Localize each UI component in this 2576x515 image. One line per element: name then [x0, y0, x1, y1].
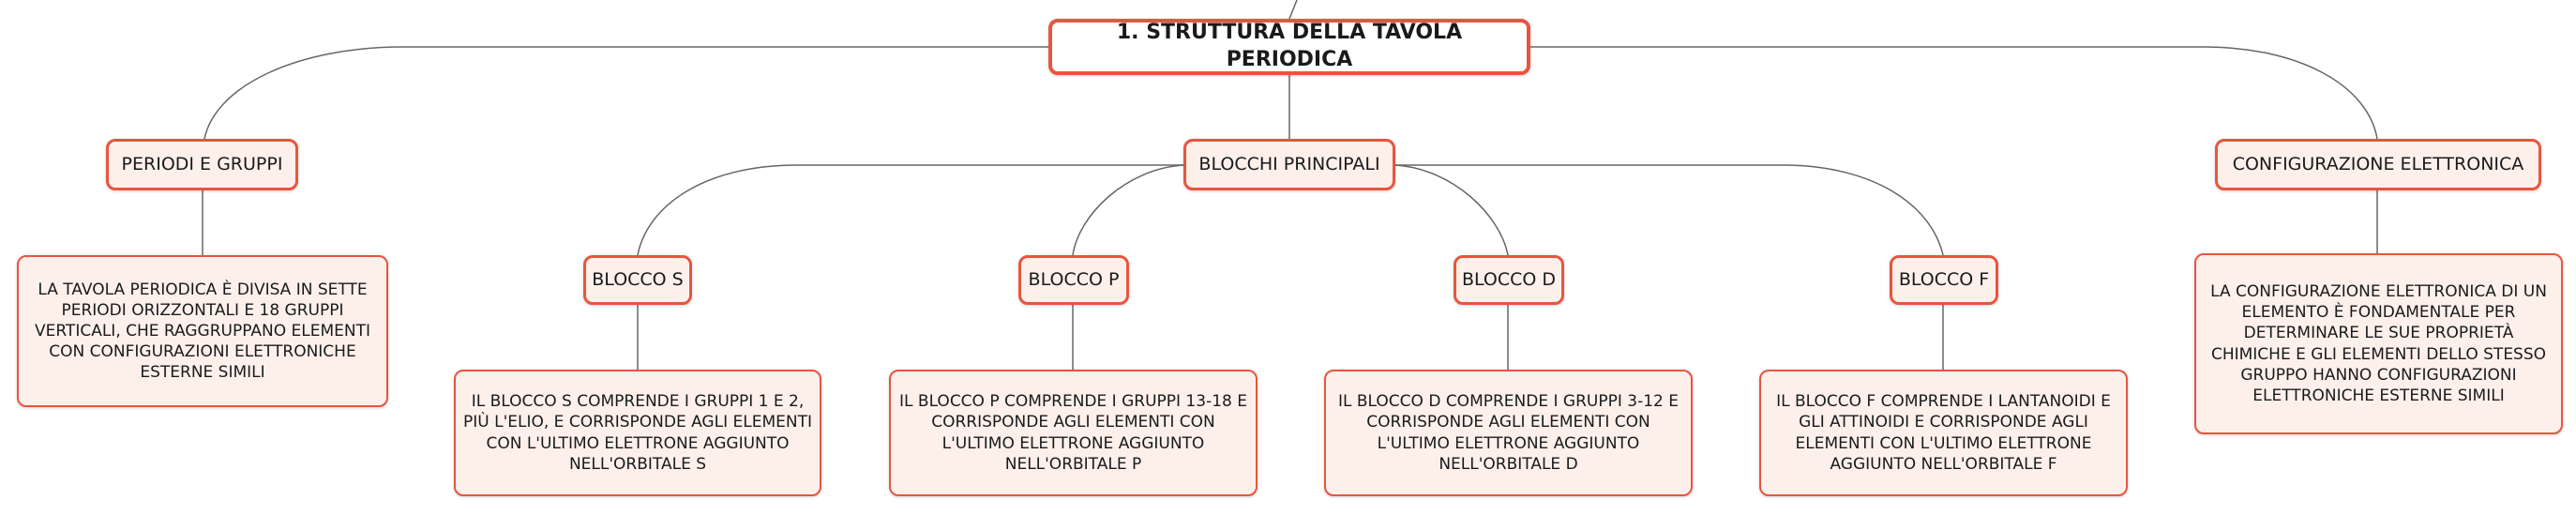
root-node[interactable]: 1. STRUTTURA DELLA TAVOLA PERIODICA [1048, 19, 1530, 75]
desc-configurazione-elettronica[interactable]: LA CONFIGURAZIONE ELETTRONICA DI UN ELEM… [2194, 253, 2563, 434]
desc-blocco-s[interactable]: IL BLOCCO S COMPRENDE I GRUPPI 1 E 2, PI… [454, 370, 821, 496]
link-root-config [1530, 46, 2378, 140]
topic-blocco-p[interactable]: BLOCCO P [1018, 255, 1129, 305]
link-root-periodi [203, 46, 1048, 140]
desc-periodi-e-gruppi[interactable]: LA TAVOLA PERIODICA È DIVISA IN SETTE PE… [17, 255, 388, 407]
link-blocchi-f [1395, 164, 1944, 256]
topic-blocco-d[interactable]: BLOCCO D [1454, 255, 1564, 305]
desc-blocco-d[interactable]: IL BLOCCO D COMPRENDE I GRUPPI 3-12 E CO… [1324, 370, 1693, 496]
link-blocchi-d [1394, 164, 1509, 256]
topic-blocco-s[interactable]: BLOCCO S [583, 255, 692, 305]
desc-blocco-p[interactable]: IL BLOCCO P COMPRENDE I GRUPPI 13-18 E C… [889, 370, 1258, 496]
topic-configurazione-elettronica[interactable]: CONFIGURAZIONE ELETTRONICA [2215, 139, 2541, 190]
link-blocchi-p [1072, 164, 1184, 256]
topic-periodi-e-gruppi[interactable]: PERIODI E GRUPPI [106, 139, 298, 190]
link-blocchi-s [637, 164, 1183, 256]
link-parent-root [1288, 0, 1298, 20]
topic-blocco-f[interactable]: BLOCCO F [1890, 255, 1998, 305]
topic-blocchi-principali[interactable]: BLOCCHI PRINCIPALI [1183, 139, 1395, 190]
desc-blocco-f[interactable]: IL BLOCCO F COMPRENDE I LANTANOIDI E GLI… [1759, 370, 2128, 496]
